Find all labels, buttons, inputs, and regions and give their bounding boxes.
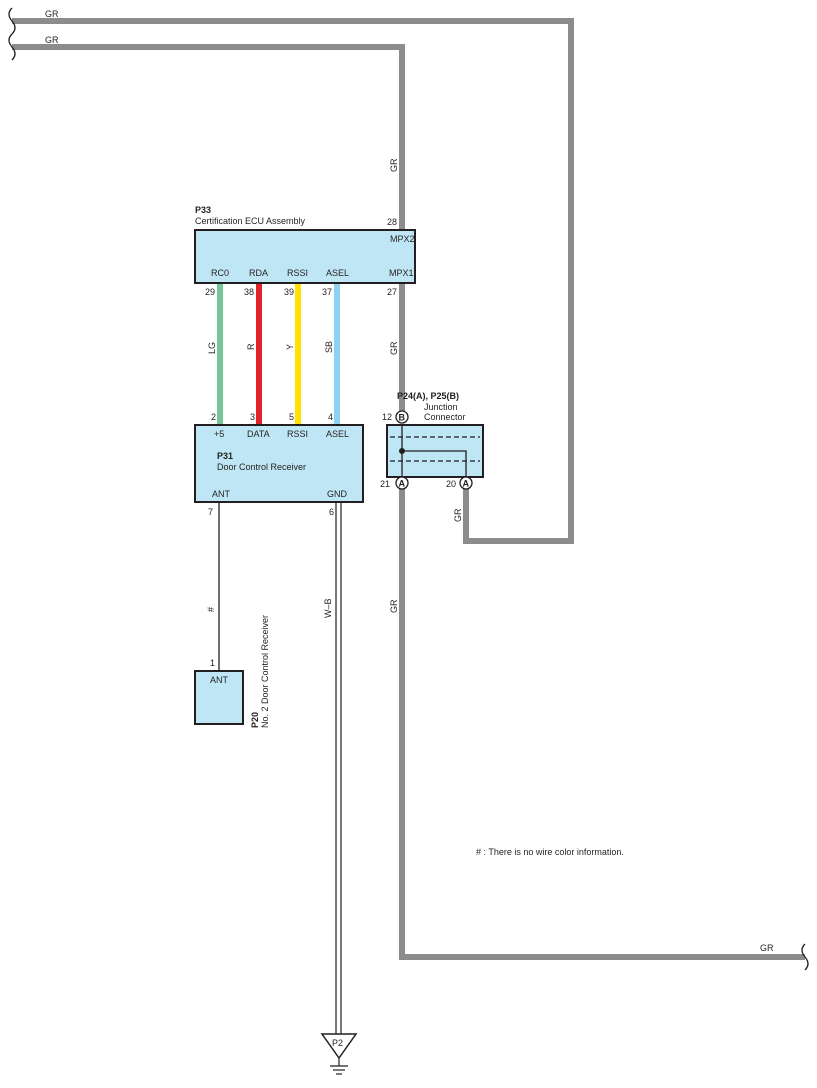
wire-label-lg: LG [207, 342, 217, 354]
p20-name: No. 2 Door Control Receiver [260, 615, 270, 728]
p31-p5-label: +5 [214, 429, 224, 439]
wire-label-bottom: GR [760, 943, 774, 953]
junction-tag-a2-circle [459, 476, 473, 490]
wire-label-top2: GR [45, 35, 59, 45]
p20-id: P20 [250, 712, 260, 728]
wire-label-sb: SB [324, 341, 334, 353]
p33-pin-39: 39 [284, 287, 294, 297]
p31-pin-3: 3 [250, 412, 255, 422]
p31-pin-4: 4 [328, 412, 333, 422]
p33-id: P33 [195, 205, 211, 215]
wire-label-gnd: W–B [323, 598, 333, 618]
p31-asel-label: ASEL [326, 429, 349, 439]
wire-label-ant: # [206, 607, 216, 612]
p31-ant-label: ANT [212, 489, 231, 499]
p31-pin-5: 5 [289, 412, 294, 422]
junction-name-1: Junction [424, 402, 458, 412]
ground-triangle [320, 1033, 358, 1060]
footnote-no-wire-color: # : There is no wire color information. [476, 847, 624, 857]
p31-name: Door Control Receiver [217, 462, 306, 472]
p33-pin-29: 29 [205, 287, 215, 297]
ground-label: P2 [332, 1038, 343, 1048]
p33-mpx2-label: MPX2 [390, 234, 415, 244]
p33-rco-label: RC0 [211, 268, 229, 278]
wire-label-vertical-mid: GR [389, 341, 399, 355]
junction-link-branch [402, 450, 467, 477]
junction-name-2: Connector [424, 412, 466, 422]
p33-pin-37: 37 [322, 287, 332, 297]
p33-rda-label: RDA [249, 268, 268, 278]
wire-label-vertical-lower: GR [389, 599, 399, 613]
junction-tag-b-circle [395, 410, 409, 424]
p31-pin-6: 6 [329, 507, 334, 517]
p33-pin-27: 27 [387, 287, 397, 297]
p33-pin-28: 28 [387, 217, 397, 227]
wire-label-y: Y [285, 344, 295, 350]
p31-rssi-label: RSSI [287, 429, 308, 439]
p33-ecu-box [194, 229, 416, 284]
p33-rssi-label: RSSI [287, 268, 308, 278]
wire-label-r: R [246, 343, 256, 350]
p33-asel-label: ASEL [326, 268, 349, 278]
junction-pin-21: 21 [380, 479, 390, 489]
p31-data-label: DATA [247, 429, 270, 439]
p33-mpx1-label: MPX1 [389, 268, 414, 278]
junction-id: P24(A), P25(B) [397, 391, 459, 401]
p33-pin-38: 38 [244, 287, 254, 297]
junction-pin-12: 12 [382, 412, 392, 422]
p20-ant-label: ANT [210, 675, 229, 685]
p33-name: Certification ECU Assembly [195, 216, 306, 226]
wire-break-mark-top2 [8, 33, 16, 61]
p31-gnd-label: GND [327, 489, 348, 499]
junction-tag-a1: A [399, 479, 406, 489]
junction-splice-dot [399, 448, 405, 454]
wire-label-vertical-upper: GR [389, 158, 399, 172]
p20-pin-1: 1 [210, 658, 215, 668]
wire-gr-top-loop [12, 18, 574, 544]
p31-pin-7: 7 [208, 507, 213, 517]
wire-gr-junction-bottom [399, 484, 805, 960]
junction-tag-b: B [399, 413, 406, 423]
junction-tag-a1-circle [395, 476, 409, 490]
wire-break-mark-bottom [801, 943, 809, 971]
junction-tag-a2: A [463, 479, 470, 489]
p31-id: P31 [217, 451, 233, 461]
wire-gr-main [12, 44, 405, 230]
wire-label-top1: GR [45, 9, 59, 19]
p20-receiver-box [194, 670, 244, 725]
p31-receiver-box [194, 424, 364, 503]
wire-label-junction-out: GR [453, 508, 463, 522]
wire-break-mark-top1 [8, 7, 16, 35]
junction-pin-20: 20 [446, 479, 456, 489]
p31-pin-2: 2 [211, 412, 216, 422]
